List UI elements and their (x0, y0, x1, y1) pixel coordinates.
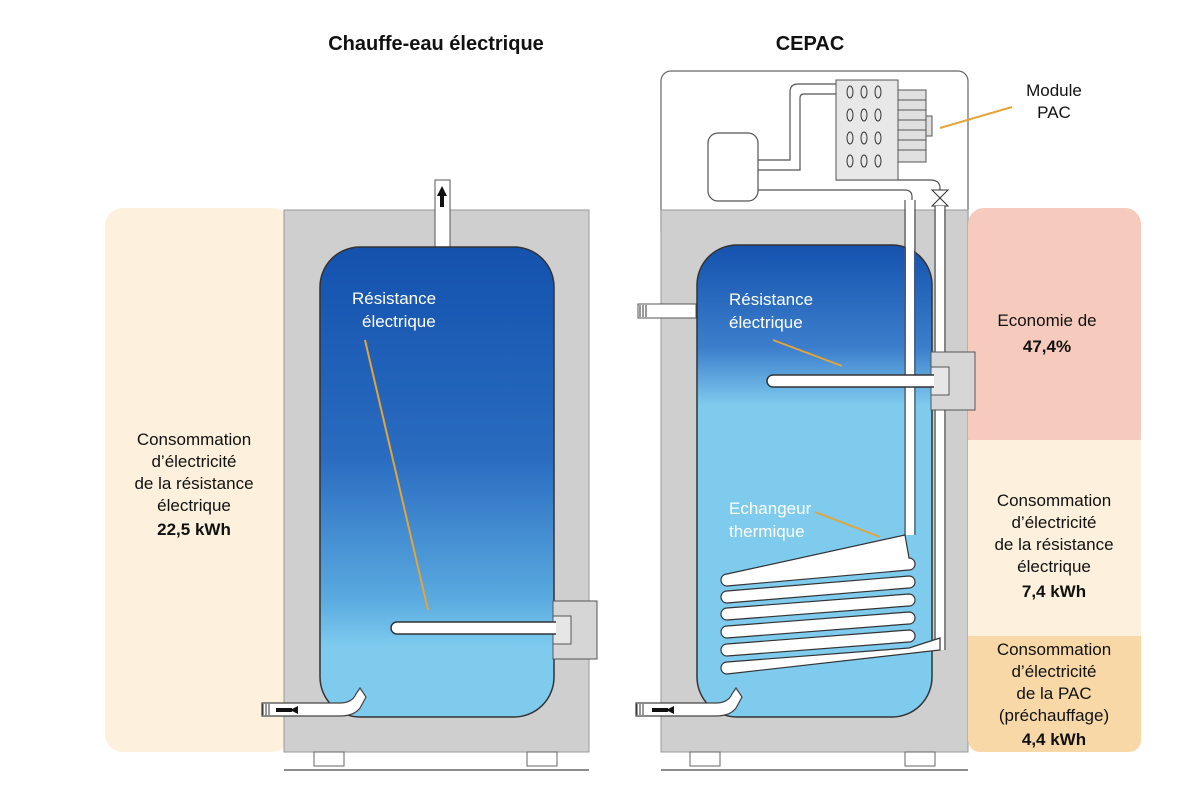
exchanger-label-line2: thermique (729, 522, 805, 541)
svg-text:de la résistance: de la résistance (134, 474, 253, 493)
right-resistance-element (766, 351, 976, 411)
svg-text:électrique: électrique (1017, 557, 1091, 576)
resistance-consumption-value: 7,4 kWh (1022, 582, 1086, 601)
resistance-consumption-label: Consommation d’électricité de la résista… (994, 491, 1113, 576)
savings-panel (968, 208, 1141, 454)
left-resistance-element (390, 600, 598, 660)
resistance-consumption-panel (968, 440, 1141, 640)
right-resistance-label-line2: électrique (729, 313, 803, 332)
refrigerant-pipes (758, 83, 941, 200)
pac-consumption-panel (968, 636, 1141, 752)
compressor (707, 132, 759, 202)
svg-text:d’électricité: d’électricité (151, 452, 236, 471)
pac-evaporator (835, 79, 933, 181)
exchanger-leader (814, 511, 881, 538)
left-consumption-panel (105, 208, 290, 752)
exchanger-feed-pipes (904, 200, 946, 650)
left-consumption-value: 22,5 kWh (157, 520, 231, 539)
left-hot-outlet-pipe (434, 179, 451, 251)
svg-text:(préchauffage): (préchauffage) (999, 706, 1109, 725)
left-feet (284, 751, 589, 771)
svg-text:de la résistance: de la résistance (994, 535, 1113, 554)
svg-text:Consommation: Consommation (137, 430, 251, 449)
left-resistance-label-line1: Résistance (352, 289, 436, 308)
heat-exchanger-coil (720, 534, 941, 675)
right-resistance-label-line1: Résistance (729, 290, 813, 309)
right-cold-inlet-pipe (635, 686, 743, 717)
left-cold-inlet-pipe (261, 686, 367, 717)
right-resistance-leader (772, 339, 843, 367)
svg-text:Consommation: Consommation (997, 491, 1111, 510)
svg-text:de la PAC: de la PAC (1016, 684, 1091, 703)
left-resistance-label-line2: électrique (362, 312, 436, 331)
module-label-line2: PAC (1037, 103, 1071, 122)
svg-text:d’électricité: d’électricité (1011, 513, 1096, 532)
left-tank (319, 246, 555, 718)
module-label-line1: Module (1026, 81, 1082, 100)
left-consumption-label: Consommation d’électricité de la résista… (134, 430, 253, 515)
pac-consumption-value: 4,4 kWh (1022, 730, 1086, 749)
right-feet (661, 751, 968, 771)
right-hot-outlet-pipe (637, 303, 697, 319)
exchanger-label-line1: Echangeur (729, 499, 812, 518)
right-title: CEPAC (776, 33, 845, 55)
left-resistance-leader (364, 339, 429, 611)
savings-label: Economie de (997, 311, 1096, 330)
left-title: Chauffe-eau électrique (328, 33, 544, 55)
module-leader (939, 106, 1013, 129)
pac-consumption-label: Consommation d’électricité de la PAC (pr… (997, 640, 1111, 725)
savings-value: 47,4% (1023, 337, 1071, 356)
svg-text:électrique: électrique (157, 496, 231, 515)
svg-text:d’électricité: d’électricité (1011, 662, 1096, 681)
svg-text:Consommation: Consommation (997, 640, 1111, 659)
